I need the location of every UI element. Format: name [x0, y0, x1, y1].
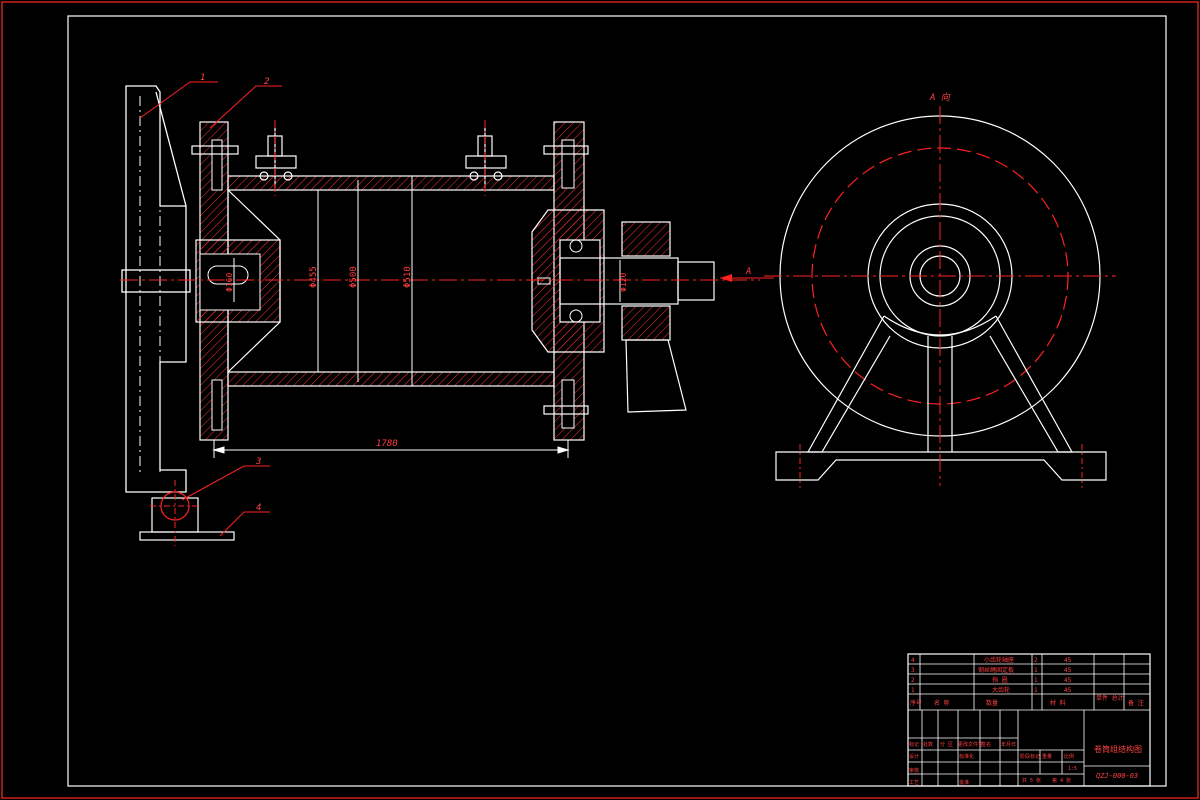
- header-qty: 数量: [986, 699, 998, 707]
- flange-bolts: [191, 145, 589, 415]
- part-mat-4: 45: [1064, 657, 1072, 664]
- shaft: [559, 257, 715, 305]
- arrow-label: A: [745, 267, 751, 277]
- section-view: A Φ455 Φ500 Φ510 Φ160 Φ120 1780: [120, 73, 774, 546]
- label-sheet: 第 4 张: [1052, 777, 1071, 784]
- label-review: 审核: [909, 767, 919, 774]
- header-weight: 单件 总计: [1096, 694, 1124, 702]
- part-qty-1: 1: [1034, 687, 1038, 694]
- balloon-1: 1: [200, 73, 205, 83]
- part-mat-2: 45: [1064, 677, 1072, 684]
- dim-d-inner: Φ455: [309, 266, 319, 288]
- label-sign: 签名: [981, 741, 991, 748]
- part-qty-3: 1: [1034, 667, 1038, 674]
- drawing-title: 卷筒组结构图: [1094, 744, 1142, 754]
- part-name-3: 钢丝绳固定板: [978, 666, 1014, 674]
- view-arrow-a: A: [720, 267, 774, 282]
- label-change-doc: 更改文件号: [958, 741, 983, 748]
- label-sheets: 共 5 张: [1022, 777, 1041, 784]
- dim-d-right-shaft: Φ120: [619, 273, 628, 292]
- label-process: 工艺: [909, 780, 919, 786]
- label-standardize: 标准化: [959, 753, 974, 760]
- label-stage: 阶段标记: [1020, 753, 1040, 760]
- view-title: A 向: [929, 92, 951, 103]
- length-dim: [212, 440, 570, 458]
- header-no: 序号: [910, 699, 922, 707]
- part-mat-3: 45: [1064, 667, 1072, 674]
- dim-d-outer: Φ510: [403, 266, 413, 288]
- label-approve: 批准: [959, 779, 969, 786]
- support-frame: [775, 315, 1107, 481]
- dim-d-left-shaft: Φ160: [225, 273, 234, 292]
- part-no-2: 2: [911, 677, 915, 684]
- label-mark: 标记: [909, 741, 919, 748]
- scale-value: 1:5: [1068, 766, 1077, 772]
- part-mat-1: 45: [1064, 687, 1072, 694]
- label-zone: 分 区: [940, 741, 953, 748]
- shaft-support: [621, 221, 687, 413]
- title-block: 4 小齿轮轴座 2 45 3 钢丝绳固定板 1 45 2 挡 圈 1 45 1 …: [907, 653, 1151, 787]
- part-name-2: 挡 圈: [992, 676, 1008, 684]
- label-date: 年月日: [1001, 741, 1016, 748]
- part-qty-2: 1: [1034, 677, 1038, 684]
- diameter-dims: [233, 176, 621, 386]
- a-view: A 向: [764, 92, 1116, 488]
- part-name-1: 大齿轮: [992, 686, 1010, 694]
- balloon-3: 3: [255, 457, 261, 467]
- leader-lines: [139, 81, 282, 537]
- header-note: 备 注: [1128, 699, 1144, 707]
- label-count: 处数: [923, 741, 933, 748]
- label-design: 设计: [909, 753, 919, 760]
- drawing-number: QZJ-000-03: [1096, 772, 1138, 780]
- part-qty-4: 2: [1034, 657, 1038, 664]
- inner-border: [67, 15, 1167, 787]
- big-gear: [121, 85, 191, 493]
- dim-overall-length: 1780: [376, 439, 398, 449]
- part-no-4: 4: [911, 657, 915, 664]
- bearing-housing: [531, 209, 605, 353]
- balloon-4: 4: [256, 503, 261, 513]
- part-name-4: 小齿轮轴座: [984, 656, 1014, 664]
- header-name: 名 称: [934, 699, 950, 707]
- label-weight: 重量: [1042, 753, 1052, 760]
- balloon-2: 2: [264, 77, 269, 87]
- pinion-seat: [139, 497, 235, 541]
- part-no-3: 3: [911, 667, 915, 674]
- label-scale: 比例: [1064, 753, 1074, 760]
- dim-d-mid: Φ500: [349, 266, 359, 288]
- header-material: 材 料: [1050, 699, 1066, 707]
- part-no-1: 1: [911, 687, 915, 694]
